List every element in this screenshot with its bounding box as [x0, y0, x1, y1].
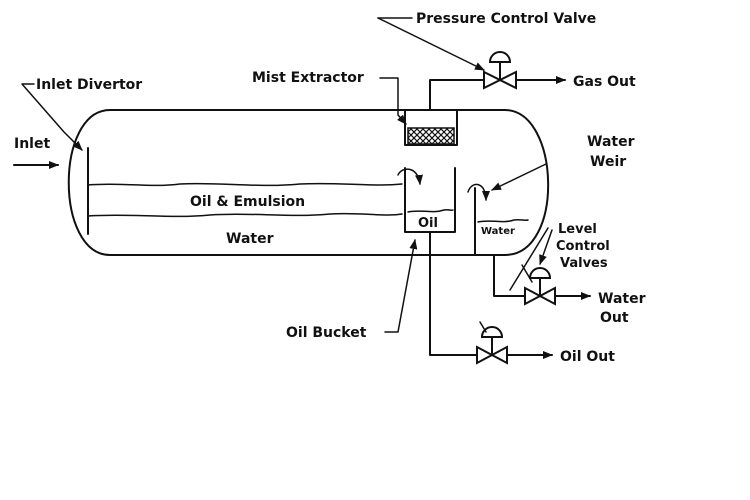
- level-control-label-line1: Level: [558, 222, 597, 237]
- oil-emulsion-label: Oil & Emulsion: [190, 194, 305, 210]
- pressure-control-valve-label: Pressure Control Valve: [416, 11, 596, 27]
- water-out-label-line1: Water: [598, 291, 646, 307]
- oil-bucket-surface: [407, 208, 454, 213]
- mist-extractor-mesh: [407, 127, 455, 145]
- oil-overflow-arrow: [397, 168, 423, 185]
- water-overflow-arrow: [467, 183, 490, 201]
- oil-bucket-content-label: Oil: [418, 216, 438, 231]
- oil-bucket-leader: [384, 239, 418, 333]
- oil-level-signal-line: [479, 321, 487, 333]
- oil-level-valve-actuator: [480, 326, 504, 338]
- water-weir-label-line2: Weir: [590, 154, 626, 170]
- water-compartment-surface: [477, 218, 529, 223]
- water-weir-leader: [491, 163, 547, 191]
- level-control-leader-1: [539, 229, 553, 265]
- water-layer-label: Water: [226, 231, 274, 247]
- level-control-leader-2: [509, 227, 549, 291]
- water-compartment-label: Water: [481, 226, 515, 237]
- gas-outlet-pipe: [429, 79, 485, 111]
- water-weir-label-line1: Water: [587, 134, 635, 150]
- gas-out-label: Gas Out: [573, 74, 636, 90]
- separator-vessel: [67, 109, 550, 256]
- oil-bucket-label: Oil Bucket: [286, 325, 367, 341]
- liquid-surface-line: [87, 182, 403, 187]
- level-control-label-line2: Control: [556, 239, 610, 254]
- inlet-divertor-leader: [21, 83, 83, 151]
- inlet-label: Inlet: [14, 136, 50, 152]
- oil-out-label: Oil Out: [560, 349, 615, 365]
- mist-extractor-housing: [404, 109, 458, 146]
- oil-water-interface-line: [87, 212, 403, 218]
- level-control-label-line3: Valves: [560, 256, 608, 271]
- inlet-divertor-label: Inlet Divertor: [36, 77, 142, 93]
- water-outlet-pipe: [493, 254, 526, 297]
- water-level-valve-actuator: [528, 267, 552, 279]
- mist-extractor-leader: [379, 77, 407, 125]
- water-out-label-line2: Out: [600, 310, 629, 326]
- pressure-control-valve-actuator: [488, 51, 512, 63]
- oil-outlet-pipe: [429, 231, 478, 356]
- mist-extractor-label: Mist Extractor: [252, 70, 364, 86]
- pressure-control-valve-leader: [377, 17, 485, 71]
